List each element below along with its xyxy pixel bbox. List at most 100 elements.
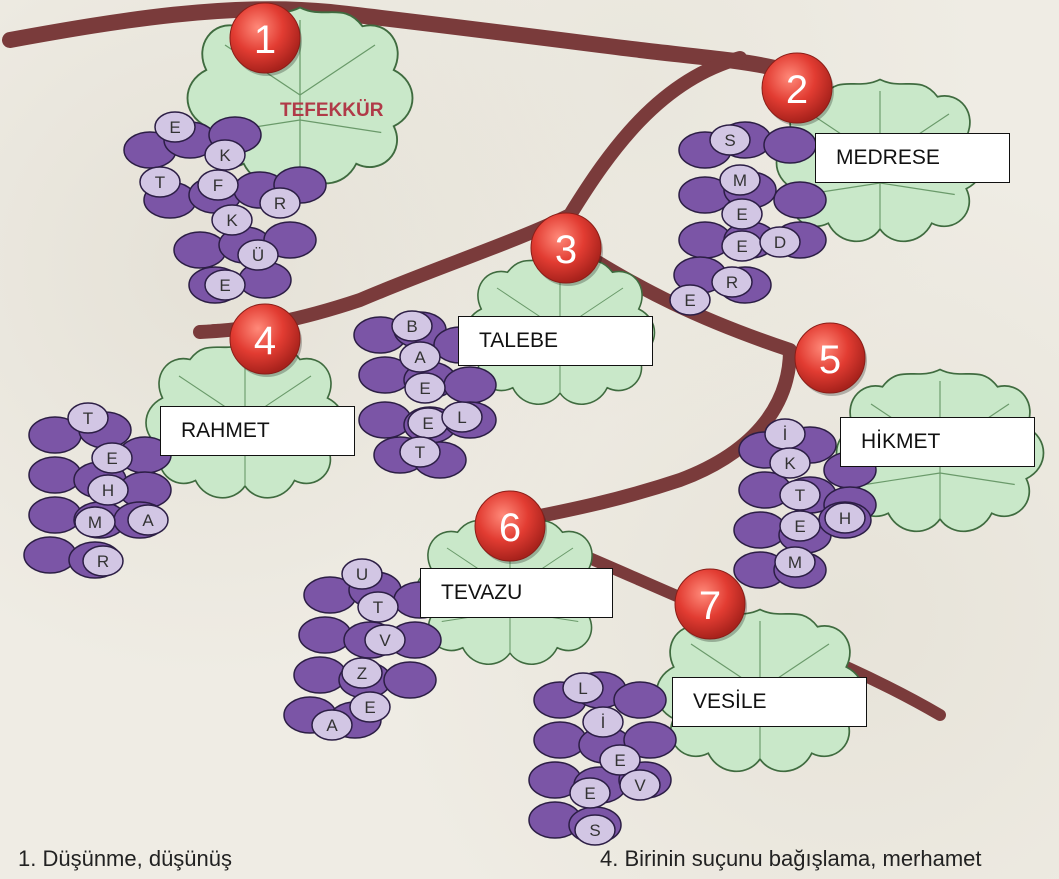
grape-letter: H [824,502,866,534]
answer-box-3[interactable]: TALEBE [458,316,653,366]
grape-letter-text: R [274,194,286,213]
grape-letter-text: K [784,454,796,473]
grape-dark [28,456,82,494]
answer-text-7: VESİLE [693,690,767,713]
answer-box-6[interactable]: TEVAZU [420,568,613,618]
grape-letter: R [259,187,301,219]
grape-letter-text: A [326,716,338,735]
badge-number: 7 [699,584,721,628]
grape-letter: E [721,198,763,230]
grape-letter-text: E [794,517,805,536]
grape-letter-text: M [88,513,102,532]
grape-letter: R [711,266,753,298]
grape-letter: T [779,479,821,511]
grape-letter: E [569,777,611,809]
grape-letter-text: L [578,679,587,698]
answer-box-5[interactable]: HİKMET [840,417,1035,467]
grape-letter: A [127,504,169,536]
grape-letter: M [774,546,816,578]
grape-letter: T [67,402,109,434]
grape-letter: T [139,166,181,198]
grape-letter-text: İ [783,425,788,444]
grape-letter: E [154,111,196,143]
grape-dark [298,616,352,654]
grape-letter-text: E [584,784,595,803]
grape-letter-text: Z [357,664,367,683]
grape-letter: H [87,474,129,506]
grape-letter-text: E [736,237,747,256]
badge-number: 1 [254,18,276,62]
grape-letter-text: E [422,414,433,433]
grape-letter: F [197,169,239,201]
answer-text-2: MEDRESE [836,146,940,169]
answer-box-2[interactable]: MEDRESE [815,133,1010,183]
answer-box-4[interactable]: RAHMET [160,406,355,456]
grape-letter-text: R [726,273,738,292]
grape-dark [733,511,787,549]
grape-letter-text: S [724,131,735,150]
badge-number: 5 [819,338,841,382]
grape-dark [533,721,587,759]
grape-letter-text: S [589,821,600,840]
grape-letter: E [779,510,821,542]
grape-dark [358,401,412,439]
grape-letter: M [719,164,761,196]
grape-letter: V [364,624,406,656]
grape-letter-text: D [774,233,786,252]
grape-dark [28,496,82,534]
grape-letter-text: T [155,173,165,192]
grape-letter-text: K [219,146,231,165]
grape-letter: U [341,558,383,590]
number-badge-7: 7 [674,568,747,642]
grape-letter-text: E [736,205,747,224]
grape-letter-text: T [373,598,383,617]
grape-letter: T [399,436,441,468]
grape-dark [293,656,347,694]
grape-letter: R [82,545,124,577]
grape-letter-text: E [169,118,180,137]
number-badge-1: 1 [229,2,302,76]
grape-letter-text: F [213,176,223,195]
grape-letter: K [211,204,253,236]
grape-letter: Ü [237,239,279,271]
grape-letter: E [407,407,449,439]
clue-left: 1. Düşünme, düşünüş [18,846,233,871]
grape-letter-text: E [219,276,230,295]
number-badge-4: 4 [229,303,302,377]
grape-dark [773,181,827,219]
grape-letter: E [721,230,763,262]
grape-letter: S [574,814,616,846]
grape-letter: L [441,401,483,433]
grape-letter-text: T [415,443,425,462]
grape-letter-text: A [142,511,154,530]
grape-letter-text: A [414,348,426,367]
leaves-layer [145,6,1045,773]
grape-letter-text: E [364,698,375,717]
grape-letter: L [562,672,604,704]
bunch-1-label: TEFEKKÜR [280,100,384,121]
grape-dark [23,536,77,574]
grape-letter: S [709,124,751,156]
grape-letter: B [391,310,433,342]
grape-letter: E [669,284,711,316]
answer-box-7[interactable]: VESİLE [672,677,867,727]
number-badge-6: 6 [474,490,547,564]
grape-letter-text: E [614,751,625,770]
grape-letter-text: M [733,171,747,190]
grape-letter: V [619,769,661,801]
grape-letter-text: H [102,481,114,500]
grape-letter: E [349,691,391,723]
grape-letter-text: U [356,565,368,584]
grape-letter-text: V [379,631,391,650]
grape-dark [763,126,817,164]
grape-letter: Z [341,657,383,689]
grape-dark [623,721,677,759]
grape-letter-text: R [97,552,109,571]
grape-letter-text: H [839,509,851,528]
grape-letter-text: E [106,449,117,468]
grape-letter-text: T [795,486,805,505]
